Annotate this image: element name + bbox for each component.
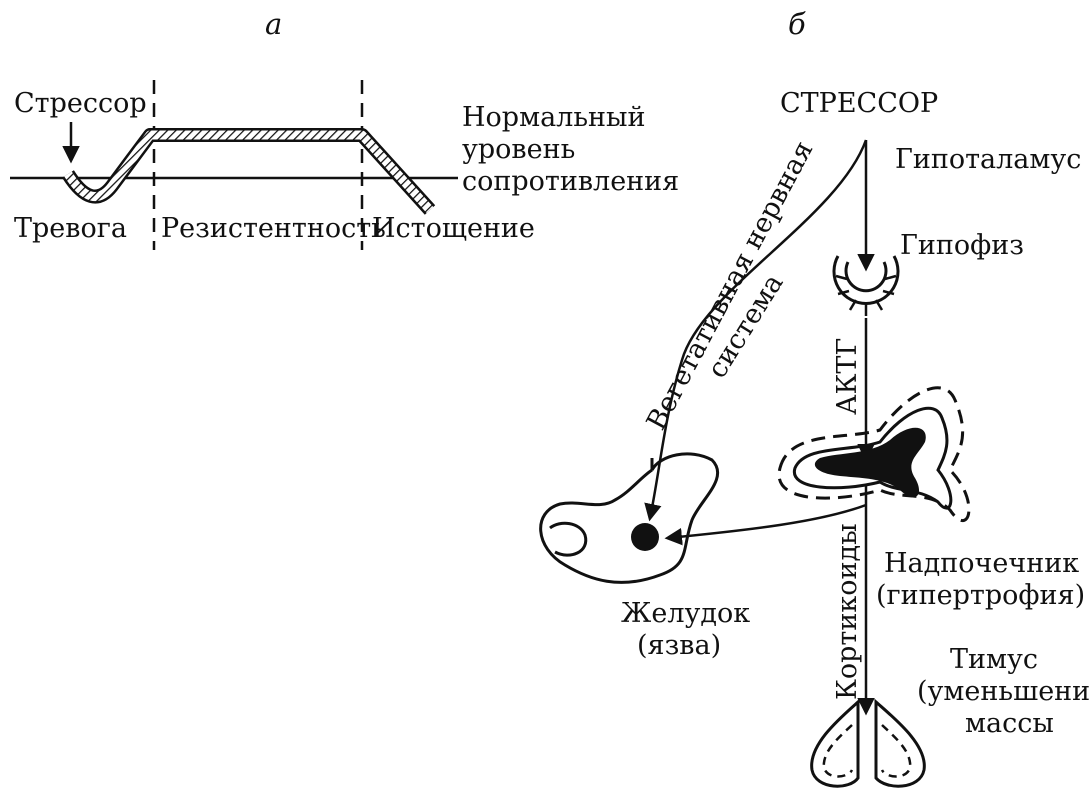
resistance-curve <box>68 135 430 210</box>
exhaustion-label: Истощение <box>372 213 535 244</box>
corticoids-label: Кортикоиды <box>832 523 863 700</box>
stomach-label-line1: Желудок <box>621 598 750 629</box>
adrenal-label-line2: (гипертрофия) <box>876 580 1085 611</box>
stressor-label-b: СТРЕССОР <box>780 88 938 119</box>
normal-level-line2: уровень <box>462 134 575 165</box>
adrenal-label-line1: Надпочечник <box>884 548 1079 579</box>
hypothalamus-label: Гипоталамус <box>895 144 1081 175</box>
stomach-label-line2: (язва) <box>637 630 721 661</box>
panel-a-label: а <box>265 7 282 41</box>
thymus-label-line3: массы <box>965 708 1054 739</box>
thymus-label-line2: (уменьшение) <box>917 676 1091 707</box>
adrenal-gland <box>779 388 969 521</box>
stressor-label-a: Стрессор <box>14 88 147 119</box>
resistance-label: Резистентность <box>161 213 386 244</box>
normal-level-line3: сопротивления <box>462 166 679 197</box>
thymus-label-line1: Тимус <box>950 644 1038 675</box>
pituitary-label: Гипофиз <box>900 230 1024 261</box>
stomach <box>541 454 718 583</box>
panel-a: а Стрессор Нормальный уровень сопротивле… <box>10 7 679 250</box>
panel-b-label: б <box>788 7 806 41</box>
thymus <box>812 702 925 786</box>
normal-level-line1: Нормальный <box>462 102 646 133</box>
acth-label: АКТГ <box>832 338 863 415</box>
alarm-label: Тревога <box>14 213 127 244</box>
ulcer-spot <box>631 523 659 551</box>
